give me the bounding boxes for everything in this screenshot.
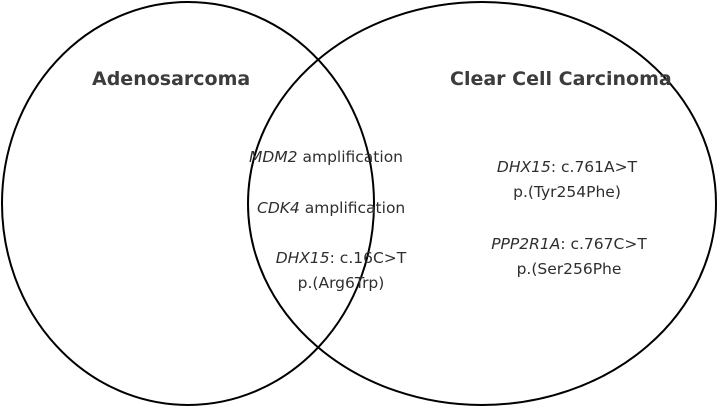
clear-cell-carcinoma-label: Clear Cell Carcinoma xyxy=(450,68,672,90)
adenosarcoma-label: Adenosarcoma xyxy=(92,68,251,90)
protein-change: p.(Ser256Phe xyxy=(516,259,622,278)
overlap-cdk4-item: CDK4 amplification xyxy=(257,199,406,217)
adenosarcoma-circle xyxy=(1,1,375,406)
gene-name: DHX15 xyxy=(275,249,330,267)
gene-name: PPP2R1A xyxy=(491,235,561,253)
protein-change: p.(Tyr254Phe) xyxy=(513,182,621,201)
clear-cell-carcinoma-circle xyxy=(247,1,717,406)
alteration-text: amplification xyxy=(299,199,406,217)
overlap-dhx15-item: DHX15: c.16C>T p.(Arg6Trp) xyxy=(262,249,420,292)
variant-text: : c.761A>T xyxy=(550,158,638,176)
variant-text: : c.16C>T xyxy=(329,249,407,267)
alteration-text: amplification xyxy=(297,148,403,166)
gene-name: MDM2 xyxy=(249,148,298,166)
overlap-mdm2-item: MDM2 amplification xyxy=(249,148,403,166)
gene-name: CDK4 xyxy=(257,199,300,217)
right-ppp2r1a-item: PPP2R1A: c.767C>T p.(Ser256Phe xyxy=(484,235,654,278)
protein-change: p.(Arg6Trp) xyxy=(297,273,385,292)
variant-text: : c.767C>T xyxy=(560,235,647,253)
right-dhx15-item: DHX15: c.761A>T p.(Tyr254Phe) xyxy=(492,158,642,201)
gene-name: DHX15 xyxy=(496,158,551,176)
